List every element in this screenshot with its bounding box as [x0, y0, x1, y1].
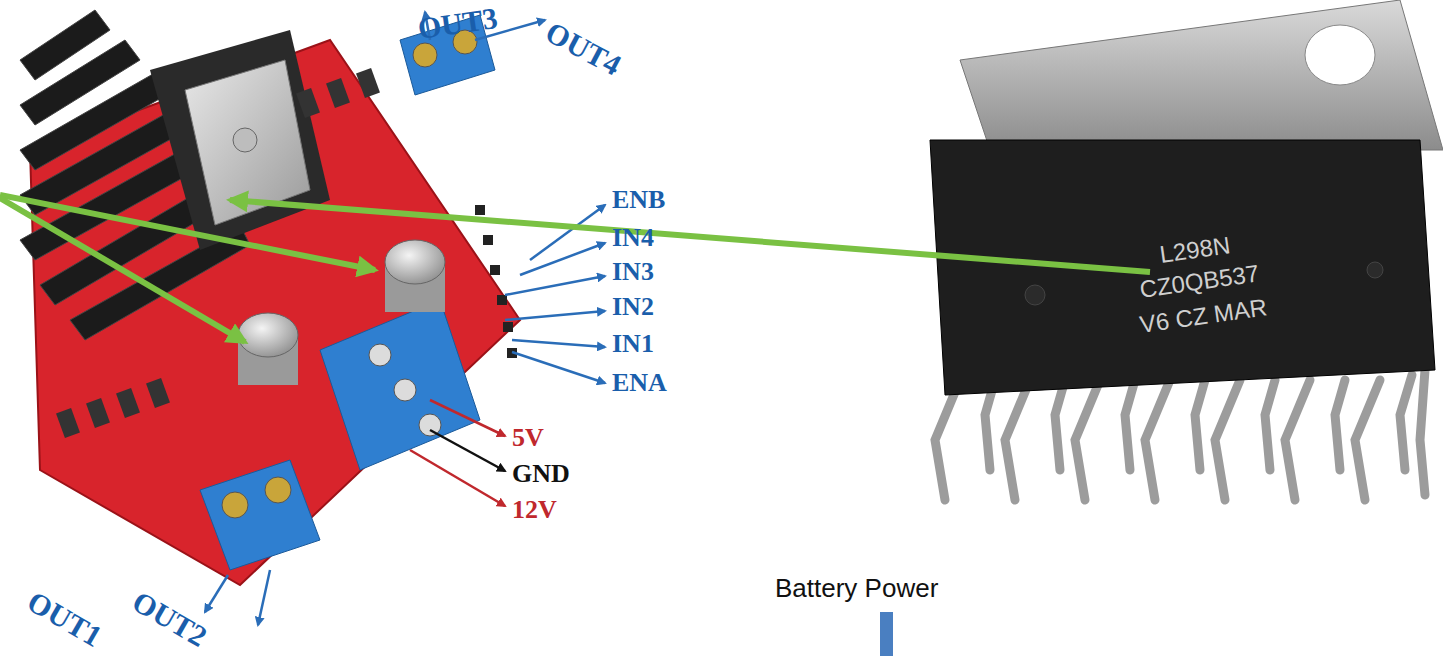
pin-label: IN1 — [612, 331, 654, 357]
terminal-block — [200, 460, 320, 570]
pin-label: IN3 — [612, 259, 654, 285]
power-bar — [880, 612, 893, 656]
terminal-label: OUT4 — [541, 17, 626, 81]
pin-label: ENB — [612, 187, 665, 213]
terminal-label: OUT2 — [128, 586, 212, 652]
power-label: GND — [512, 461, 570, 487]
power-label: 12V — [512, 497, 557, 523]
pin-label: IN4 — [612, 225, 654, 251]
leader-lines — [205, 12, 605, 625]
pointer-arrows — [0, 195, 1150, 342]
driver-board — [20, 10, 520, 585]
pin-label: IN2 — [612, 294, 654, 320]
power-label: 5V — [512, 425, 544, 451]
terminal-label: OUT1 — [23, 586, 107, 652]
caption-label: Battery Power — [775, 575, 938, 601]
capacitor — [385, 240, 445, 312]
l298n-chip — [930, 0, 1443, 500]
capacitor — [238, 313, 298, 385]
pin-label: ENA — [612, 370, 667, 396]
